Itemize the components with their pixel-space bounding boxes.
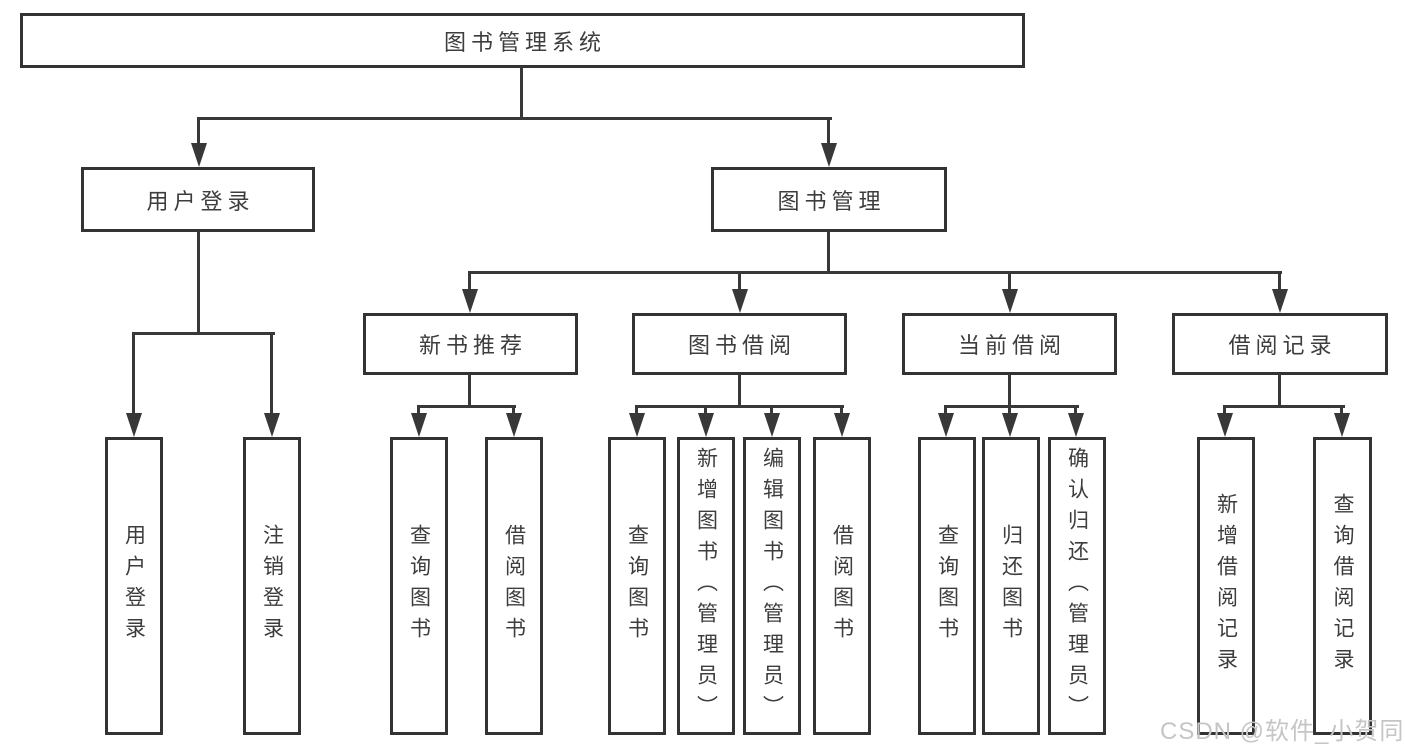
leaf-label: 确认归还（管理员） (1065, 446, 1089, 726)
connector-stem (738, 374, 741, 408)
leaf-label: 归还图书 (999, 524, 1023, 648)
connector-stem (468, 374, 471, 408)
arrow-down-icon (264, 413, 280, 437)
node-label: 图书管理系统 (443, 29, 606, 55)
arrow-down-icon (126, 413, 142, 437)
arrow-down-icon (834, 413, 850, 437)
arrow-down-icon (1217, 413, 1233, 437)
connector-stub (468, 271, 471, 293)
connector-root-rail (197, 117, 832, 120)
arrow-down-icon (462, 289, 478, 313)
node-label: 图书管理 (777, 188, 886, 214)
connector-stub (270, 332, 273, 416)
node-current-borrowing: 当前借阅 (902, 313, 1117, 375)
leaf-borrow-books: 借阅图书 (485, 437, 543, 735)
connector-stub (770, 405, 773, 416)
leaf-label: 查询图书 (625, 524, 649, 648)
arrow-down-icon (732, 289, 748, 313)
leaf-user-login: 用户登录 (105, 437, 163, 735)
leaf-label: 新增图书（管理员） (694, 446, 718, 726)
connector-book-mgmt-rail (468, 271, 1282, 274)
arrow-down-icon (1272, 289, 1288, 313)
arrow-down-icon (698, 413, 714, 437)
leaf-label: 新增借阅记录 (1214, 493, 1238, 679)
leaf-label: 查询借阅记录 (1331, 493, 1354, 679)
connector-stem (1278, 374, 1281, 408)
leaf-query-books: 查询图书 (608, 437, 666, 735)
connector-rail (417, 405, 516, 408)
arrow-down-icon (1002, 289, 1018, 313)
leaf-return-book: 归还图书 (982, 437, 1040, 735)
leaf-label: 查询图书 (935, 524, 959, 648)
connector-stub (132, 332, 135, 416)
leaf-label: 借阅图书 (830, 524, 854, 648)
leaf-query-books: 查询图书 (918, 437, 976, 735)
arrow-down-icon (821, 143, 837, 167)
node-label: 当前借阅 (957, 333, 1066, 358)
leaf-label: 借阅图书 (502, 524, 526, 648)
leaf-label: 查询图书 (407, 524, 431, 648)
arrow-down-icon (1002, 413, 1018, 437)
arrow-down-icon (411, 413, 427, 437)
node-label: 新书推荐 (418, 333, 527, 358)
arrow-down-icon (764, 413, 780, 437)
connector-stub (738, 271, 741, 293)
connector-stub (704, 405, 707, 416)
node-book-borrowing: 图书借阅 (632, 313, 847, 375)
connector-stub (1008, 405, 1011, 416)
connector-stub (417, 405, 420, 416)
leaf-confirm-return-admin: 确认归还（管理员） (1048, 437, 1106, 735)
node-library-management-system: 图书管理系统 (20, 13, 1025, 68)
connector-stem (1008, 374, 1011, 408)
connector-stub (512, 405, 515, 416)
arrow-down-icon (938, 413, 954, 437)
connector-user-login-rail (132, 332, 275, 335)
connector-stub (1278, 271, 1281, 293)
connector-stub (1008, 271, 1011, 293)
connector-user-login-stem (197, 231, 200, 335)
leaf-edit-book-admin: 编辑图书（管理员） (743, 437, 801, 735)
leaf-label: 注销登录 (260, 524, 284, 648)
connector-stub (1340, 405, 1343, 416)
leaf-label: 用户登录 (122, 524, 146, 648)
leaf-label: 编辑图书（管理员） (760, 446, 784, 726)
connector-stub (827, 117, 830, 147)
node-label: 图书借阅 (687, 333, 796, 358)
arrow-down-icon (1334, 413, 1350, 437)
connector-root-stem (520, 66, 523, 119)
connector-rail (944, 405, 1079, 408)
arrow-down-icon (1068, 413, 1084, 437)
connector-stub (635, 405, 638, 416)
leaf-logout: 注销登录 (243, 437, 301, 735)
arrow-down-icon (506, 413, 522, 437)
connector-book-mgmt-stem (827, 231, 830, 274)
leaf-add-borrow-record: 新增借阅记录 (1197, 437, 1255, 735)
node-user-login: 用户登录 (81, 167, 315, 232)
connector-rail (1223, 405, 1345, 408)
node-label: 借阅记录 (1228, 333, 1337, 358)
connector-stub (944, 405, 947, 416)
leaf-borrow-books: 借阅图书 (813, 437, 871, 735)
connector-stub (197, 117, 200, 147)
node-borrowing-records: 借阅记录 (1172, 313, 1388, 375)
arrow-down-icon (191, 143, 207, 167)
connector-stub (840, 405, 843, 416)
node-new-book-recommendation: 新书推荐 (363, 313, 578, 375)
node-label: 用户登录 (146, 188, 255, 214)
leaf-add-book-admin: 新增图书（管理员） (677, 437, 735, 735)
connector-stub (1223, 405, 1226, 416)
connector-stub (1074, 405, 1077, 416)
node-book-management: 图书管理 (711, 167, 947, 232)
arrow-down-icon (629, 413, 645, 437)
connector-rail (635, 405, 844, 408)
csdn-watermark: CSDN @软件_小贺同学 (1160, 718, 1405, 745)
leaf-query-borrow-record: 查询借阅记录 (1313, 437, 1372, 735)
leaf-query-books: 查询图书 (390, 437, 448, 735)
